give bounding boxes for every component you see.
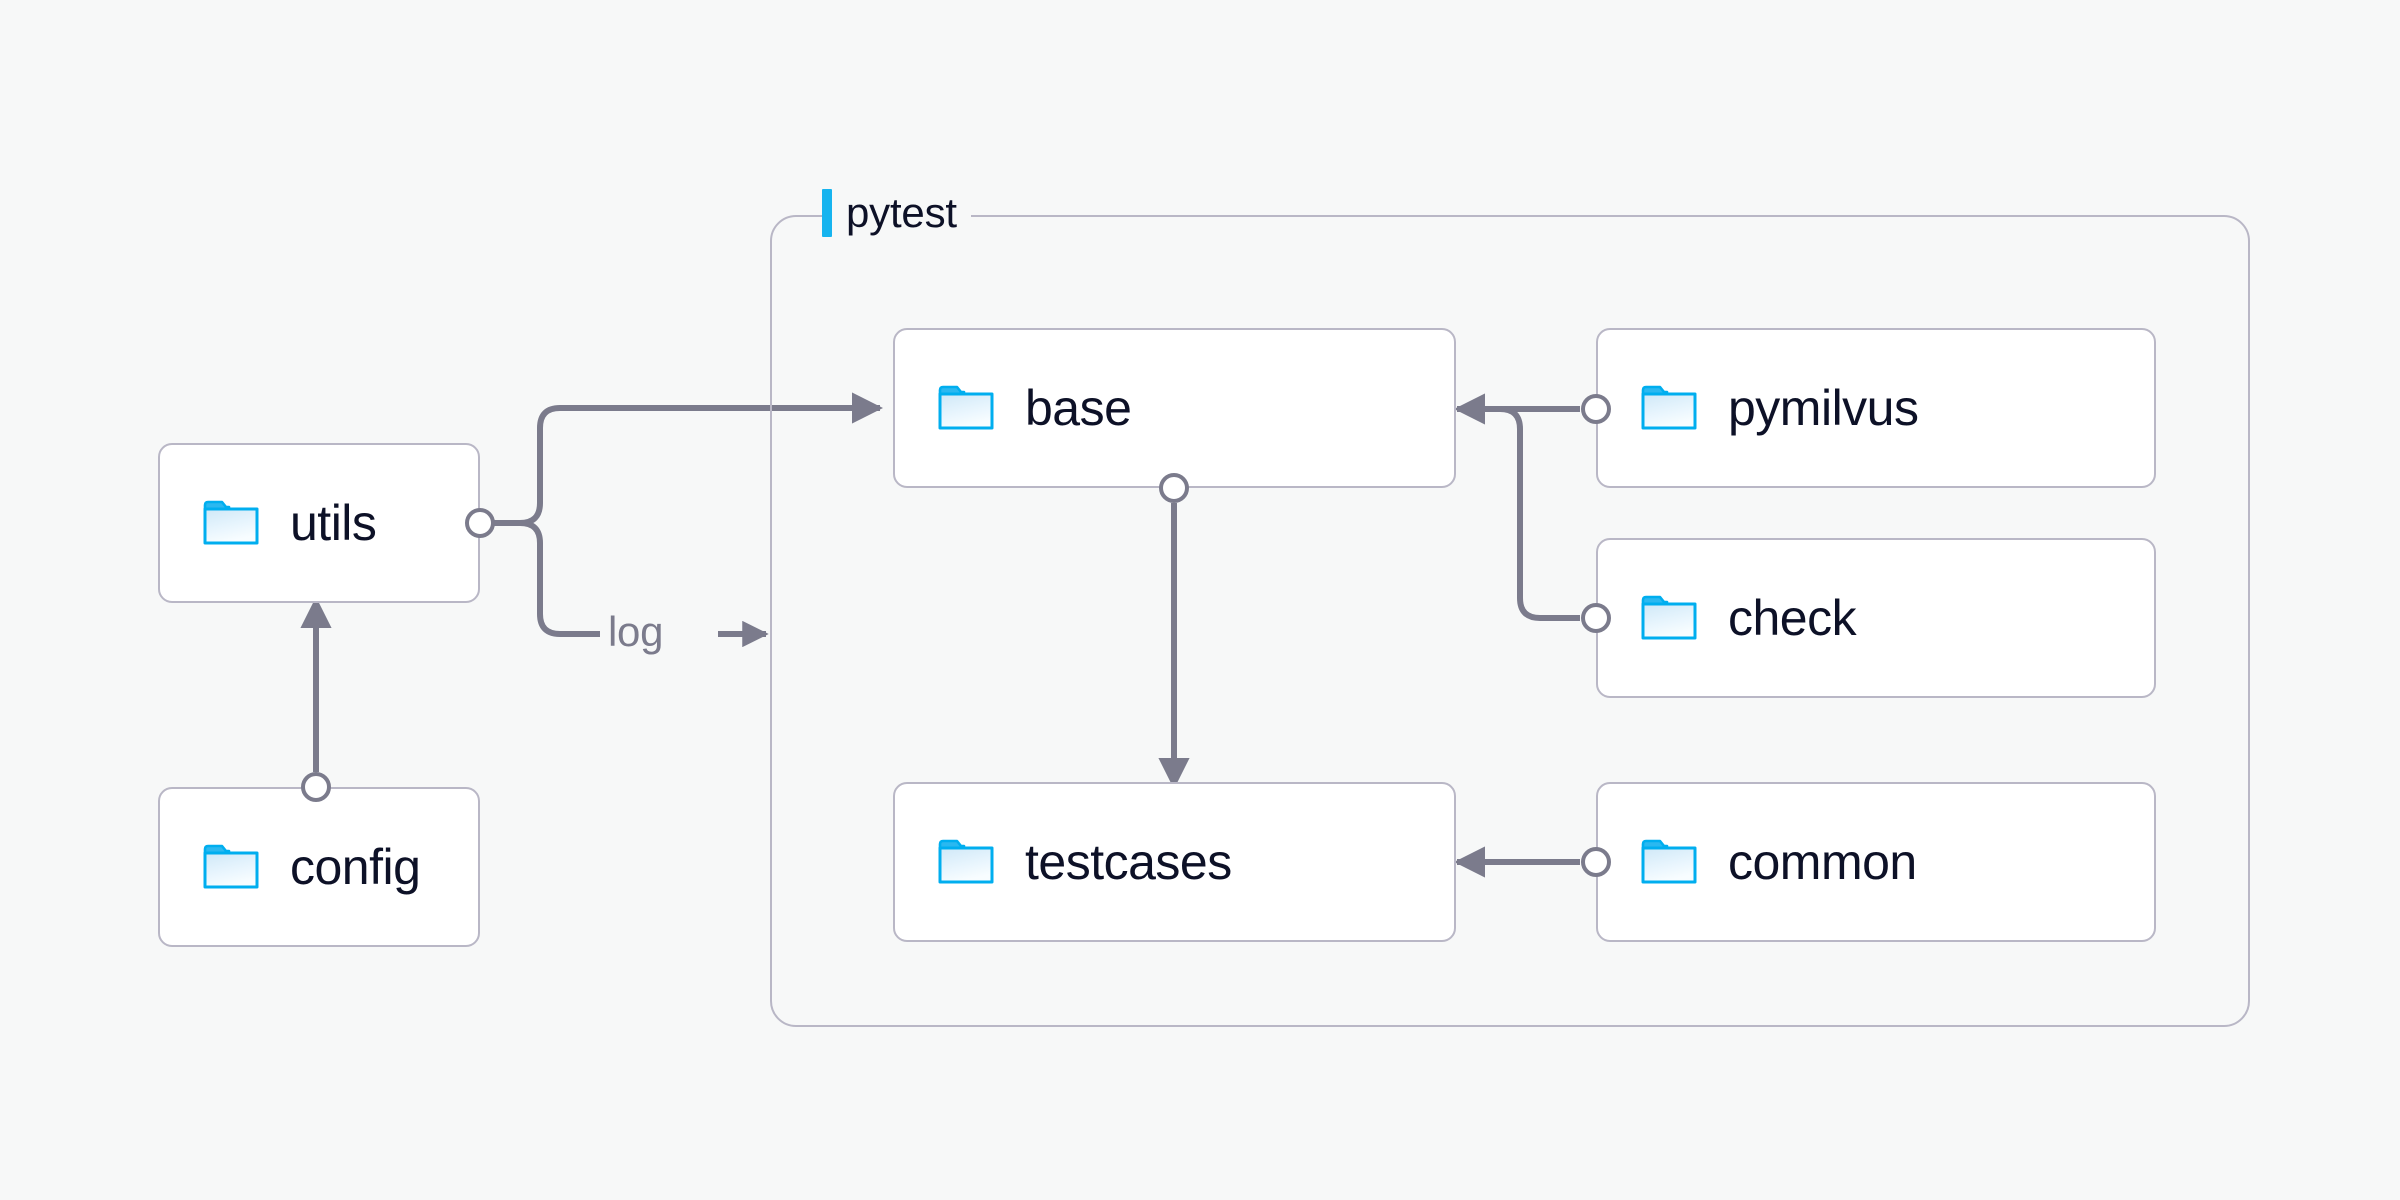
port-config-top[interactable] (301, 772, 331, 802)
edge-label-log: log (608, 608, 664, 655)
node-pymilvus-label: pymilvus (1728, 380, 1919, 436)
folder-icon (203, 500, 259, 545)
node-base[interactable]: base (893, 328, 1456, 488)
port-utils-right[interactable] (465, 508, 495, 538)
folder-icon (203, 844, 259, 889)
port-base-bottom[interactable] (1159, 473, 1189, 503)
folder-icon (1641, 595, 1697, 640)
node-config[interactable]: config (158, 787, 480, 947)
group-accent-bar (822, 189, 832, 237)
group-pytest-label-text: pytest (846, 189, 957, 236)
port-pymilvus-left[interactable] (1581, 394, 1611, 424)
port-common-left[interactable] (1581, 847, 1611, 877)
folder-icon (938, 385, 994, 430)
node-base-label: base (1025, 380, 1132, 436)
node-common-label: common (1728, 834, 1917, 890)
group-pytest[interactable] (770, 215, 2250, 1027)
folder-icon (1641, 839, 1697, 884)
folder-icon (1641, 385, 1697, 430)
node-check-label: check (1728, 590, 1857, 646)
node-check[interactable]: check (1596, 538, 2156, 698)
folder-icon (938, 839, 994, 884)
node-config-label: config (290, 839, 421, 895)
port-check-left[interactable] (1581, 603, 1611, 633)
node-common[interactable]: common (1596, 782, 2156, 942)
node-utils[interactable]: utils (158, 443, 480, 603)
node-testcases[interactable]: testcases (893, 782, 1456, 942)
node-pymilvus[interactable]: pymilvus (1596, 328, 2156, 488)
node-utils-label: utils (290, 495, 377, 551)
group-pytest-label: pytest (822, 186, 971, 240)
node-testcases-label: testcases (1025, 834, 1232, 890)
